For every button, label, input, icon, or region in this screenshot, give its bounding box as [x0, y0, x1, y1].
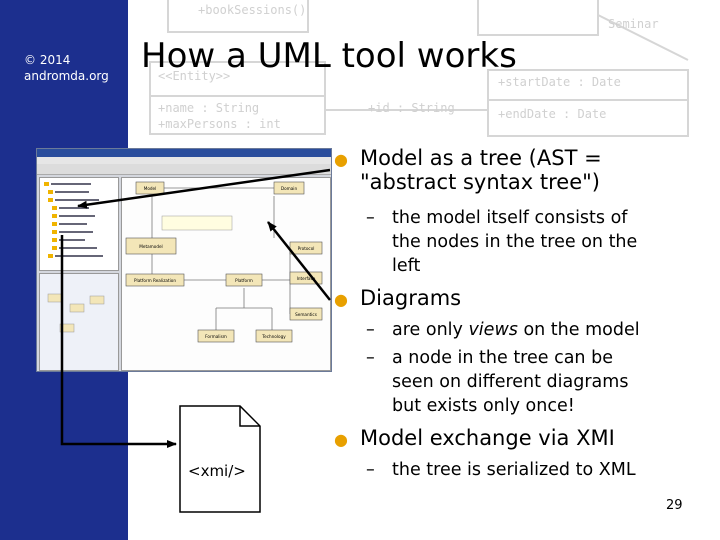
screenshot-model-tree [39, 177, 119, 271]
subbullet-line: the nodes in the tree on the [392, 232, 638, 252]
bullet-text: Diagrams [360, 286, 462, 310]
arrow-to-xmi [60, 235, 177, 448]
svg-text:+startDate : Date: +startDate : Date [498, 75, 621, 89]
svg-text:+name : String: +name : String [158, 101, 259, 115]
subbullet-emphasis: views [468, 320, 518, 340]
subbullet-line: seen on different diagrams [392, 372, 629, 392]
arrow-to-tree [77, 168, 331, 209]
screenshot-overview-panel [39, 273, 119, 371]
copyright-year: © 2014 [24, 53, 71, 67]
tree-lines [44, 182, 103, 258]
svg-text:Seminar: Seminar [608, 17, 659, 31]
bullet-dot: ● [334, 430, 348, 449]
uml-class-diagram: Model Domain Metamodel Platform Realizat… [125, 181, 323, 343]
screenshot-titlebar [37, 149, 331, 157]
xmi-label: <xmi/> [188, 462, 246, 480]
bullet-line: "abstract syntax tree") [360, 170, 600, 194]
class-technology: Technology [261, 334, 286, 339]
class-semantics: Semantics [295, 312, 317, 317]
copyright-notice: © 2014 andromda.org [24, 52, 109, 84]
class-model: Model [144, 186, 157, 191]
class-platform: Platform [235, 278, 253, 283]
subbullet-line: left [392, 256, 421, 276]
screenshot-diagram-canvas: Model Domain Metamodel Platform Realizat… [121, 177, 331, 371]
uml-tool-screenshot: Model Domain Metamodel Platform Realizat… [36, 148, 332, 372]
background-uml-sketch: +bookSessions() <<Entity>> +name : Strin… [149, 0, 689, 137]
xmi-document-icon [179, 405, 261, 513]
page-number: 29 [666, 498, 683, 513]
subbullet-line: but exists only once! [392, 396, 575, 416]
subbullet-text: the tree is serialized to XML [392, 460, 636, 480]
class-domain: Domain [281, 186, 298, 191]
screenshot-toolbar [37, 164, 331, 175]
slide-title: How a UML tool works [141, 36, 517, 76]
svg-text:+id : String: +id : String [368, 101, 455, 115]
bullet-text: Model exchange via XMI [360, 426, 615, 450]
class-metamodel: Metamodel [139, 244, 162, 249]
class-formalism: Formalism [205, 334, 227, 339]
svg-text:+bookSessions(): +bookSessions() [198, 3, 306, 17]
copyright-site: andromda.org [24, 69, 109, 83]
subbullet-line: the model itself consists of [392, 208, 628, 228]
subbullet-text: are only [392, 320, 469, 340]
bullet-line: Model as a tree (AST = [360, 146, 602, 170]
screenshot-menubar [37, 157, 331, 164]
bullet-dot: ● [334, 290, 348, 309]
subbullet-text: on the model [517, 320, 640, 340]
subbullet-line: a node in the tree can be [392, 348, 613, 368]
class-interface: Interface [297, 276, 316, 281]
svg-text:+maxPersons : int: +maxPersons : int [158, 117, 281, 131]
class-protocol: Protocol [298, 246, 315, 251]
svg-text:+endDate : Date: +endDate : Date [498, 107, 606, 121]
svg-text:<<Entity>>: <<Entity>> [158, 69, 230, 83]
arrow-to-diagram [267, 221, 331, 301]
class-platform-realization: Platform Realization [134, 278, 176, 283]
bullet-dot: ● [334, 150, 348, 169]
bullet-text: Model as a tree (AST = "abstract syntax … [360, 146, 602, 194]
